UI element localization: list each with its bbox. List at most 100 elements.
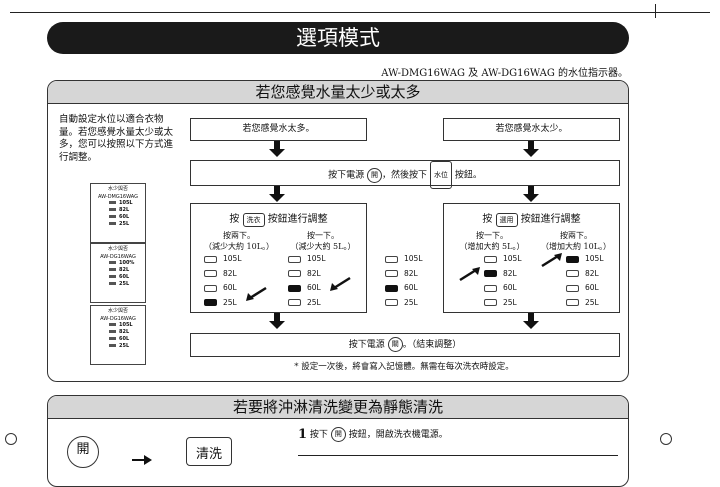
too-little-label: 若您感覺水太少。 <box>495 124 568 134</box>
panel-level: 105L <box>119 200 133 206</box>
level-label: 82L <box>585 268 599 278</box>
increase-col2-caption: 按兩下。 （增加大約 10L。） <box>536 230 616 252</box>
step-prefix: 按下 <box>309 430 328 440</box>
page-top-rule <box>10 12 710 13</box>
power-off-key-icon: 關 <box>387 337 403 352</box>
increase-adjust-box: 按 選用 按鈕進行調整 按一下。 （增加大約 5L。） 按兩下。 （增加大約 1… <box>443 203 620 313</box>
level-indicator <box>484 255 497 263</box>
level-column-2: 105L 82L 60L 25L <box>288 254 326 312</box>
level-indicator <box>484 270 497 277</box>
level-label: 25L <box>404 297 418 307</box>
pointer-arrow-icon <box>541 253 562 268</box>
panel-model: AW-DMG16WAG <box>98 194 138 200</box>
panel-level: 60L <box>119 274 130 280</box>
level-indicator <box>385 284 398 292</box>
memory-note: * 設定一次後，將會寫入記憶體。無需在每次洗衣時設定。 <box>294 362 514 372</box>
level-label: 105L <box>404 254 423 263</box>
level-label: 60L <box>404 283 418 292</box>
panel-level: 82L <box>119 207 130 213</box>
panel-name: 水少與否 <box>107 246 128 252</box>
decrease-prefix: 按 <box>229 214 240 225</box>
level-column-5: 105L 82L 60L 25L <box>566 254 604 312</box>
decrease-col1-caption: 按兩下。 （減少大約 10L。） <box>199 230 279 252</box>
level-indicator <box>484 284 497 292</box>
level-indicator <box>385 270 398 277</box>
pointer-arrow-icon <box>459 267 480 282</box>
caption-line: 按兩下。 <box>560 231 592 240</box>
wash-key-icon: 洗衣 <box>242 212 265 227</box>
indicator-panel-3: 水少與否 AW-DG16WAG 105L 82L 60L 25L <box>90 305 146 365</box>
level-indicator <box>566 270 579 277</box>
too-much-box: 若您感覺水太多。 <box>190 118 367 141</box>
increase-col1-caption: 按一下。 （增加大約 5L。） <box>452 230 532 252</box>
level-label: 82L <box>404 268 418 278</box>
pointer-arrow-icon <box>246 286 267 301</box>
level-label: 25L <box>307 297 321 307</box>
static-rinse-heading: 若要將沖淋清洗變更為靜態清洗 <box>48 396 628 419</box>
indicator-panel-2: 水少與否 AW-DG16WAG 100% 82L 60L 25L <box>90 243 146 303</box>
level-indicator <box>204 284 217 292</box>
finish-prefix: 按下電源 <box>348 340 385 350</box>
intro-text: 自動設定水位以適合衣物量。若您感覺水量太少或太多，您可以按照以下方式進行調整。 <box>59 114 174 163</box>
level-column-4: 105L 82L 60L 25L <box>484 254 522 312</box>
increase-suffix: 按鈕進行調整 <box>520 214 581 225</box>
power-instruction-prefix: 按下電源 <box>328 170 365 181</box>
level-label: 60L <box>307 283 321 292</box>
power-on-key-icon: 開 <box>330 427 346 442</box>
level-indicator <box>288 270 301 277</box>
decrease-suffix: 按鈕進行調整 <box>267 214 328 225</box>
caption-line: （減少大約 10L。） <box>203 242 275 251</box>
level-indicator <box>288 255 301 263</box>
level-indicator <box>566 255 579 263</box>
level-label: 60L <box>223 283 237 292</box>
panel-model: AW-DG16WAG <box>100 254 136 260</box>
level-indicator <box>288 299 301 306</box>
increase-adjust-title: 按 選用 按鈕進行調整 <box>444 210 619 227</box>
level-label: 105L <box>585 254 604 263</box>
level-label: 82L <box>223 268 237 278</box>
step-number: 1 <box>298 427 308 442</box>
finish-suffix: 。（結束調整） <box>402 340 462 350</box>
model-note: AW-DMG16WAG 及 AW-DG16WAG 的水位指示器。 <box>381 68 628 79</box>
caption-line: （增加大約 10L。） <box>540 242 612 251</box>
panel-level: 60L <box>119 336 130 342</box>
caption-line: 按一下。 <box>476 231 508 240</box>
level-indicator <box>204 270 217 277</box>
page-title: 選項模式 <box>47 22 629 54</box>
level-column-1: 105L 82L 60L 25L <box>204 254 242 312</box>
level-indicator <box>566 299 579 306</box>
level-label: 105L <box>503 254 522 263</box>
step-divider <box>298 455 618 456</box>
level-indicator <box>484 299 497 306</box>
too-little-box: 若您感覺水太少。 <box>443 118 620 141</box>
pointer-arrow-icon <box>330 276 351 291</box>
increase-prefix: 按 <box>482 214 493 225</box>
level-column-3: 105L 82L 60L 25L <box>385 254 423 312</box>
level-label: 105L <box>223 254 242 263</box>
wash-button-icon: 清洗 <box>186 437 232 466</box>
panel-name: 水少與否 <box>107 308 128 314</box>
power-instruction-suffix: 按鈕。 <box>454 170 482 181</box>
decrease-col2-caption: 按一下。 （減少大約 5L。） <box>283 230 363 252</box>
panel-level: 82L <box>119 329 130 335</box>
registration-mark-icon <box>5 433 17 445</box>
level-label: 25L <box>223 297 237 307</box>
caption-line: （減少大約 5L。） <box>290 242 356 251</box>
too-much-label: 若您感覺水太多。 <box>242 124 315 134</box>
registration-mark-icon <box>660 433 672 445</box>
level-indicator <box>566 284 579 292</box>
level-indicator <box>204 299 217 306</box>
level-indicator <box>204 255 217 263</box>
level-label: 105L <box>307 254 326 263</box>
power-instruction-box: 按下電源 開，然後按下 水位 按鈕。 <box>190 160 620 189</box>
decrease-adjust-box: 按 洗衣 按鈕進行調整 按兩下。 （減少大約 10L。） 按一下。 （減少大約 … <box>190 203 367 313</box>
panel-level: 105L <box>119 322 133 328</box>
caption-line: 按一下。 <box>307 231 339 240</box>
water-level-key-icon: 水位 <box>429 161 452 189</box>
power-on-key-icon: 開 <box>367 167 383 183</box>
indicator-panel-1: 水少與否 AW-DMG16WAG 105L 82L 60L 25L <box>90 183 146 243</box>
level-label: 82L <box>307 268 321 278</box>
panel-level: 60L <box>119 214 130 220</box>
finish-instruction-box: 按下電源 關。（結束調整） <box>190 333 620 357</box>
power-on-button-icon: 開 <box>67 436 99 468</box>
